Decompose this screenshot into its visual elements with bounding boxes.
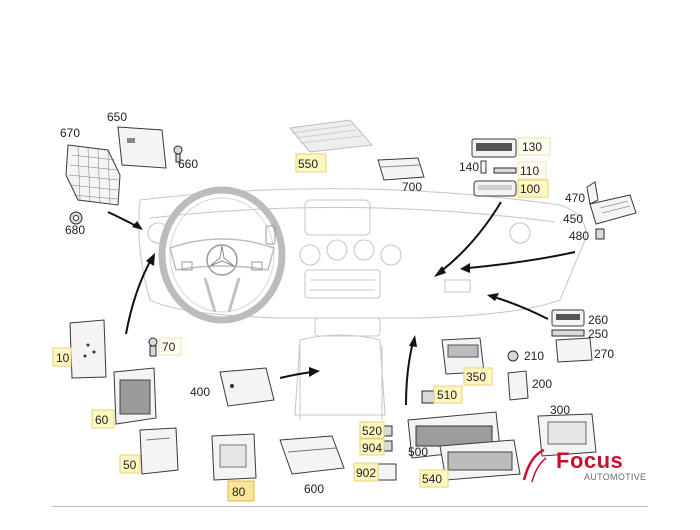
label-50: 50 (123, 458, 137, 472)
label-130: 130 (522, 140, 542, 154)
part-670-mesh-bracket (65, 144, 121, 206)
part-600-module (279, 435, 345, 475)
part-550-mat (289, 119, 374, 153)
label-10: 10 (56, 351, 70, 365)
logo-swoosh-icon (522, 448, 547, 483)
label-500: 500 (408, 445, 428, 459)
label-260: 260 (588, 313, 608, 327)
label-140: 140 (459, 160, 479, 174)
label-470: 470 (565, 191, 585, 205)
part-520-switch (383, 425, 393, 437)
label-200: 200 (532, 377, 552, 391)
logo-subtitle: AUTOMOTIVE (584, 472, 647, 482)
part-470-bracket (586, 181, 599, 205)
part-110-strip (493, 167, 517, 174)
part-260-panel (551, 309, 585, 327)
label-480: 480 (569, 229, 589, 243)
label-670: 670 (60, 126, 80, 140)
part-210-knob (507, 350, 519, 362)
part-70-bolt (148, 337, 158, 357)
part-labels: 670 650 660 680 550 700 130 140 110 100 … (52, 110, 614, 502)
part-140-pin (480, 160, 487, 174)
part-50-module (139, 427, 179, 475)
part-680-nut (69, 211, 83, 225)
dashboard-outline (138, 188, 587, 420)
part-270-bracket (555, 337, 593, 363)
part-510-module (421, 390, 435, 404)
part-480-clip (595, 228, 605, 240)
label-650: 650 (107, 110, 127, 124)
footer-divider (52, 506, 648, 507)
label-60: 60 (95, 413, 109, 427)
part-700-module (377, 157, 425, 181)
part-10-module (69, 319, 107, 379)
part-660-screw (173, 145, 183, 163)
label-520: 520 (362, 424, 382, 438)
label-600: 600 (304, 482, 324, 496)
logo-wordmark: Focus (556, 448, 624, 473)
part-902-plate (377, 463, 397, 481)
part-130-control-panel (471, 138, 517, 158)
focus-automotive-logo: Focus AUTOMOTIVE (520, 446, 660, 490)
part-904-switch (383, 440, 393, 452)
label-680: 680 (65, 223, 85, 237)
label-540: 540 (422, 472, 442, 486)
part-200-module (507, 370, 529, 401)
label-250: 250 (588, 327, 608, 341)
label-350: 350 (466, 370, 486, 384)
pointer-arrows (107, 201, 576, 406)
label-510: 510 (437, 388, 457, 402)
label-550: 550 (298, 157, 318, 171)
label-80: 80 (232, 485, 246, 499)
steering-wheel (158, 186, 286, 324)
part-350-panel (441, 337, 485, 375)
label-902: 902 (356, 466, 376, 480)
part-300-display (537, 413, 597, 457)
label-300: 300 (550, 403, 570, 417)
part-450-module (589, 194, 637, 225)
part-250-strip (551, 329, 585, 337)
label-700: 700 (402, 180, 422, 194)
label-450: 450 (563, 212, 583, 226)
label-400: 400 (190, 385, 210, 399)
label-100: 100 (520, 182, 540, 196)
label-70: 70 (162, 340, 176, 354)
label-110: 110 (520, 164, 539, 178)
part-100-bezel (473, 180, 517, 197)
label-270: 270 (594, 347, 614, 361)
label-210: 210 (524, 349, 544, 363)
label-660: 660 (178, 157, 198, 171)
part-80-module (211, 433, 257, 481)
part-650-module (117, 126, 167, 169)
part-60-module (113, 367, 157, 425)
part-540-cluster (439, 439, 521, 481)
part-400-module (219, 367, 275, 407)
label-904: 904 (362, 441, 382, 455)
